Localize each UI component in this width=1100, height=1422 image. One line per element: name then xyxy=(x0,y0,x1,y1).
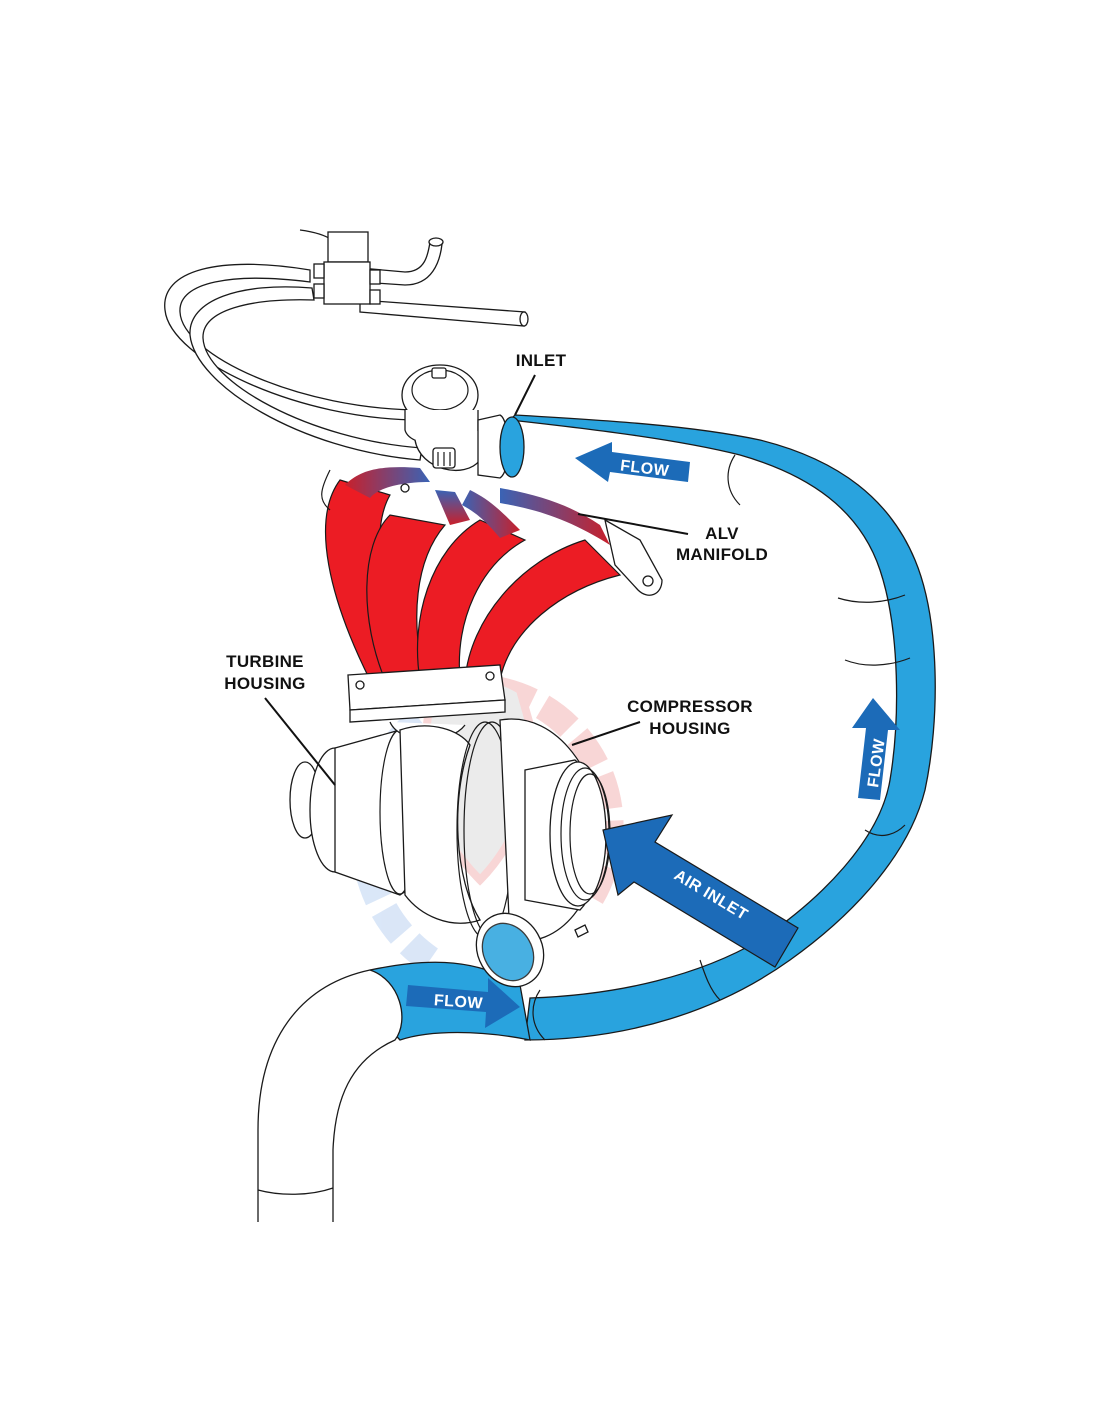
flow-label-right: FLOW xyxy=(865,737,889,788)
flow-label-bottom: FLOW xyxy=(433,992,484,1012)
flow-arrow-bottom: FLOW xyxy=(406,978,520,1028)
flow-label-top: FLOW xyxy=(619,457,670,480)
air-inlet-arrow: AIR INLET xyxy=(602,814,799,968)
label-turbine-housing: TURBINE HOUSING xyxy=(224,652,305,693)
recirculation-pipe xyxy=(499,414,936,1041)
label-inlet: INLET xyxy=(516,351,567,370)
compressor-housing xyxy=(399,718,611,988)
label-compressor-text: COMPRESSOR xyxy=(627,697,753,716)
leader-alv-manifold xyxy=(577,513,689,535)
solenoid-valve xyxy=(299,229,381,305)
leader-inlet xyxy=(514,374,536,416)
blow-off-valve xyxy=(401,364,509,479)
label-compressor-housing-text: HOUSING xyxy=(649,719,730,738)
leader-lines xyxy=(264,374,689,786)
flow-arrow-right: FLOW xyxy=(852,698,900,800)
label-manifold-text: MANIFOLD xyxy=(676,545,768,564)
vacuum-hoses xyxy=(164,237,529,461)
label-compressor-housing: COMPRESSOR HOUSING xyxy=(627,697,753,738)
exhaust-runners xyxy=(324,467,622,681)
label-inlet-text: INLET xyxy=(516,351,567,370)
label-alv-manifold: ALV MANIFOLD xyxy=(676,524,768,564)
label-alv-text: ALV xyxy=(705,524,739,543)
label-turbine-text: TURBINE xyxy=(226,652,304,671)
flow-arrow-top: FLOW xyxy=(575,442,690,482)
label-turbine-housing-text: HOUSING xyxy=(224,674,305,693)
leader-compressor-housing xyxy=(571,721,641,746)
alv-manifold xyxy=(321,469,663,596)
turbo-flange xyxy=(347,664,506,741)
leader-turbine-housing xyxy=(264,697,336,786)
